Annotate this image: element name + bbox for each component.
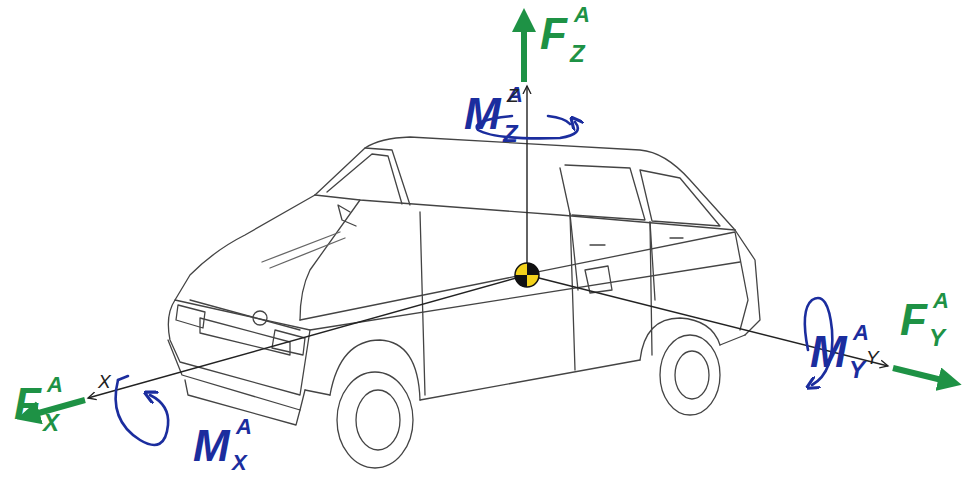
force-arrows: [28, 20, 950, 416]
aero-superscript: A: [236, 416, 252, 438]
axis-label: Z: [507, 86, 519, 105]
quantity-symbol: M: [810, 330, 847, 374]
quantity-symbol: F: [540, 12, 567, 56]
quantity-symbol: M: [464, 92, 501, 136]
aero-superscript: A: [574, 4, 590, 26]
moment-arrows: [116, 116, 833, 445]
axis-subscript: Z: [570, 42, 585, 66]
axis-label: X: [98, 372, 111, 391]
axes: [88, 86, 888, 398]
aero-superscript: A: [853, 322, 869, 344]
center-of-gravity: [515, 263, 539, 287]
axis-subscript: X: [232, 452, 247, 474]
aero-superscript: A: [933, 290, 949, 312]
quantity-symbol: F: [900, 298, 927, 342]
axis-subscript: Z: [503, 122, 518, 146]
axis-subscript: X: [43, 411, 59, 435]
axis-subscript: Y: [849, 358, 865, 382]
quantity-symbol: F: [14, 382, 41, 426]
aero-superscript: A: [47, 374, 63, 396]
car-outline: [168, 137, 760, 468]
axis-label: Y: [866, 348, 879, 367]
axis-subscript: Y: [929, 326, 945, 350]
quantity-symbol: M: [193, 424, 230, 468]
